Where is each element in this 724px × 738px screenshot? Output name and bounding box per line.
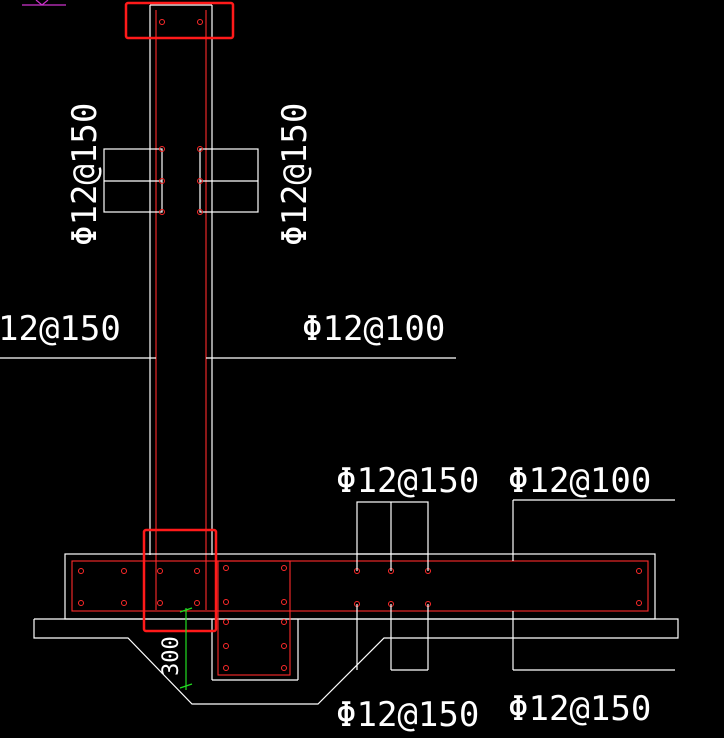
highlight-box-top: [124, 1, 235, 40]
base-right-bottom-label: Φ12@150: [508, 689, 651, 729]
base-mid-bottom-label: Φ12@150: [336, 695, 479, 735]
layer-mark-arrow: [35, 0, 49, 6]
slab-left-label: 12@150: [0, 309, 121, 349]
wall-rebar-detail: [103, 146, 259, 215]
wall-right-label: Φ12@150: [275, 103, 315, 246]
base-slab-outline: [33, 553, 679, 705]
wall-left-label: Φ12@150: [65, 103, 105, 246]
base-mid-leaders: [356, 501, 429, 671]
base-right-leaders: [512, 499, 675, 671]
highlight-box-bottom: [142, 528, 218, 633]
wall-top-rebar: [159, 19, 203, 25]
base-rebar: [78, 565, 642, 671]
slab-right-label: Φ12@100: [302, 309, 445, 349]
dimension-300: 300: [159, 607, 193, 690]
wall-outline: [149, 4, 213, 610]
base-right-top-label: Φ12@100: [508, 461, 651, 501]
base-mid-top-label: Φ12@150: [336, 461, 479, 501]
dimension-label: 300: [159, 636, 184, 676]
